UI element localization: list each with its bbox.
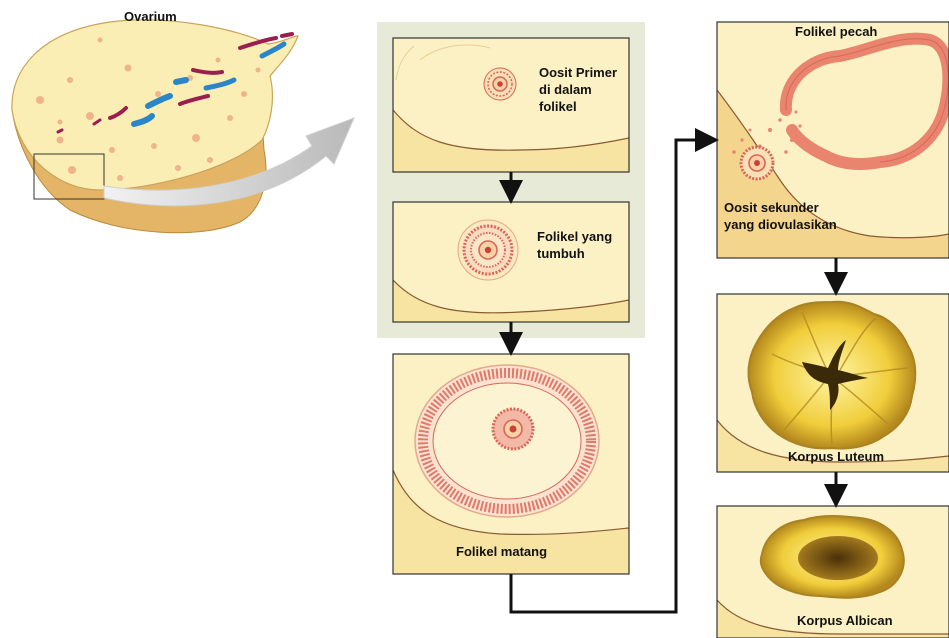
growing-follicle	[458, 220, 518, 280]
label-corpus-albicans: Korpus Albican	[797, 612, 893, 629]
label-growing-follicle-line1: Folikel yang	[537, 228, 612, 245]
label-growing-follicle: Folikel yang tumbuh	[537, 228, 612, 262]
albicans-core	[798, 536, 878, 580]
label-ovulated-oocyte-line1: Oosit sekunder	[724, 199, 837, 216]
label-primary-oocyte-line3: folikel	[539, 98, 617, 115]
corpus-albicans	[761, 516, 904, 598]
corpus-luteum	[749, 302, 916, 449]
label-primary-oocyte-line1: Oosit Primer	[539, 64, 617, 81]
label-mature-follicle: Folikel matang	[456, 543, 547, 560]
label-ruptured-follicle: Folikel pecah	[795, 23, 877, 40]
label-primary-oocyte: Oosit Primer di dalam folikel	[539, 64, 617, 115]
panel-mature-follicle	[393, 354, 629, 574]
primary-oocyte	[484, 68, 516, 100]
mature-follicle	[415, 365, 599, 517]
label-ovulated-oocyte: Oosit sekunder yang diovulasikan	[724, 199, 837, 233]
panel-corpus-luteum	[717, 294, 949, 472]
label-corpus-luteum: Korpus Luteum	[788, 448, 884, 465]
ovulated-oocyte	[741, 147, 773, 179]
panel-growing-follicle	[393, 202, 629, 322]
label-ovulated-oocyte-line2: yang diovulasikan	[724, 216, 837, 233]
label-primary-oocyte-line2: di dalam	[539, 81, 617, 98]
label-growing-follicle-line2: tumbuh	[537, 245, 612, 262]
label-ovarium: Ovarium	[124, 8, 177, 25]
